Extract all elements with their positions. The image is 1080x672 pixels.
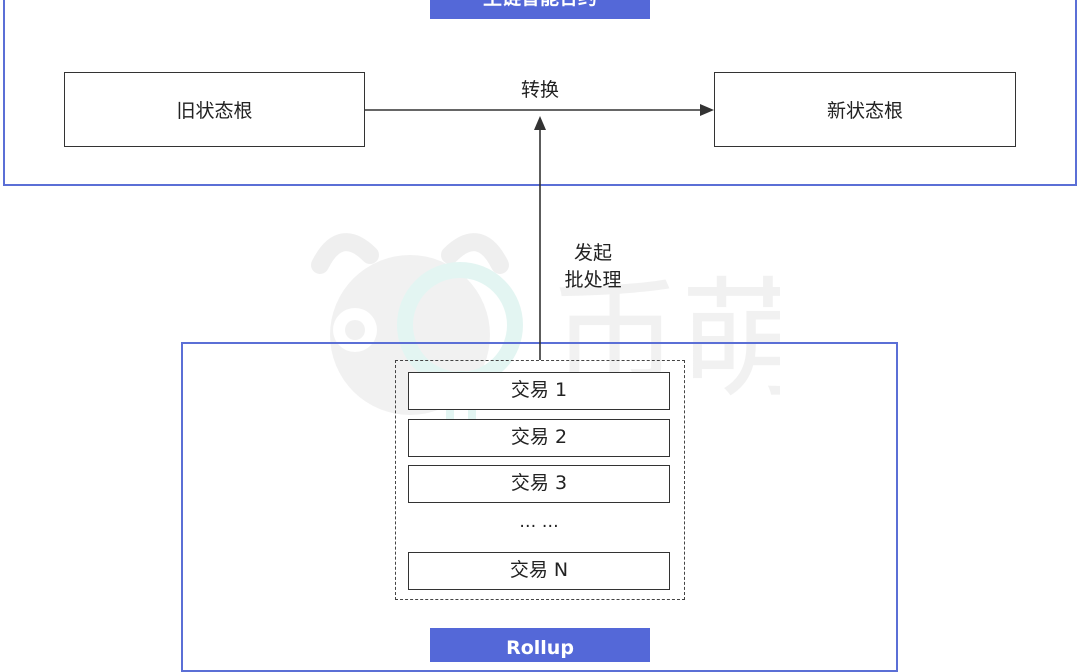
new-state-root-label: 新状态根 [826,100,903,122]
transaction-ellipsis: … … [519,512,559,532]
connector-layer [365,104,714,360]
watermark-logo: 币萌 [311,233,780,439]
transaction-2-box: 交易 2 [408,419,670,457]
batch-label-line1: 发起 [573,242,612,264]
batch-submit-label: 发起 批处理 [548,240,638,294]
transaction-n-box: 交易 N [408,552,670,590]
transaction-batch-group [395,360,685,600]
old-state-root-box: 旧状态根 [64,72,365,147]
batch-arrowhead [534,116,546,130]
old-state-root-label: 旧状态根 [176,100,253,122]
transaction-1-box: 交易 1 [408,372,670,410]
convert-arrowhead [700,104,714,116]
mainchain-contract-title: 主链智能合约 [430,0,650,19]
batch-label-line2: 批处理 [564,269,622,291]
convert-label: 转换 [520,79,559,101]
transaction-3-box: 交易 3 [408,465,670,503]
new-state-root-box: 新状态根 [714,72,1016,147]
